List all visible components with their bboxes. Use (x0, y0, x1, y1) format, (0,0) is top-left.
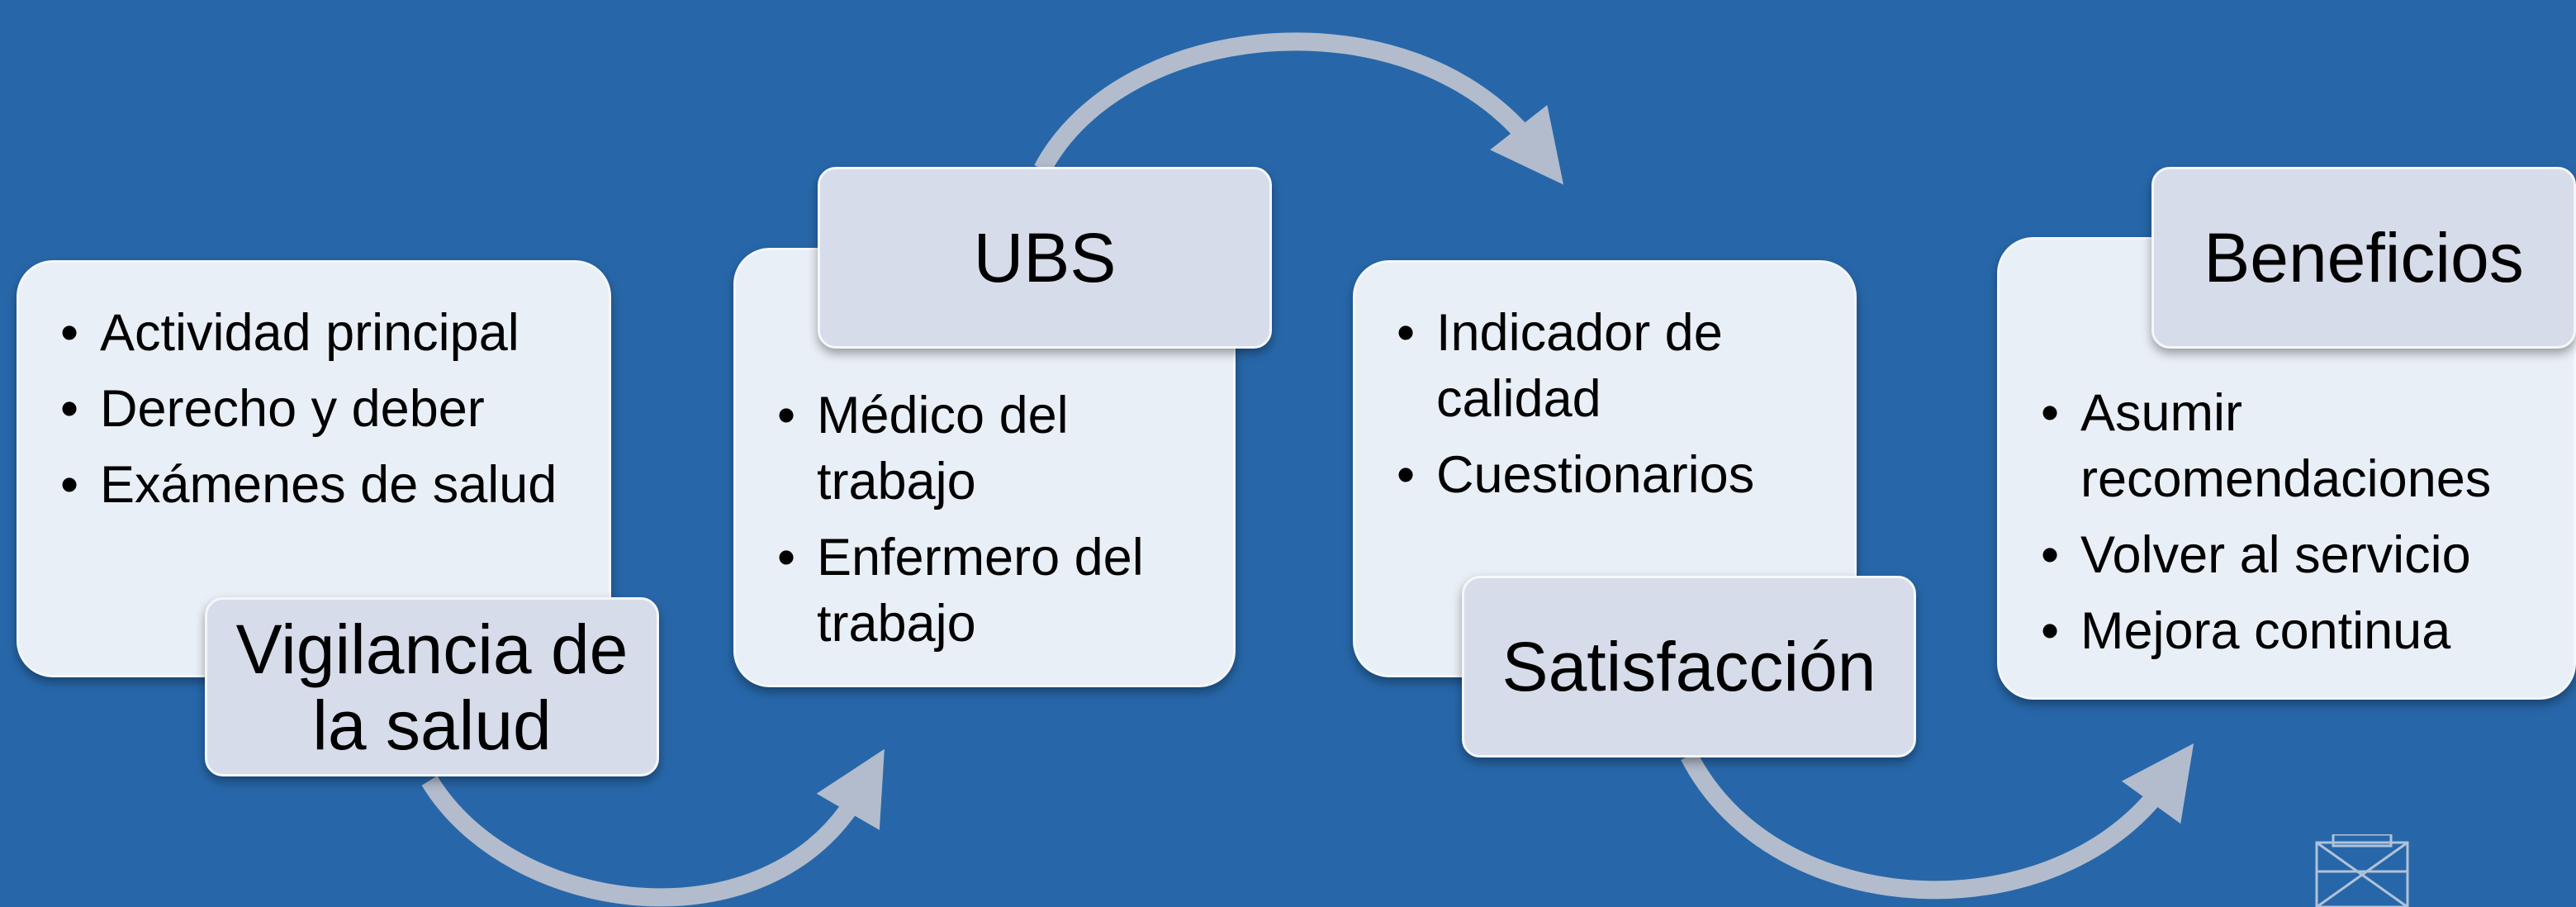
item-list: Médico del trabajo Enfermero del trabajo (777, 382, 1217, 657)
item-list: Asumir recomendaciones Volver al servici… (2041, 380, 2565, 664)
step-label-satisfaccion: Satisfacción (1462, 576, 1916, 757)
list-item: Enfermero del trabajo (777, 525, 1217, 657)
step-card-vigilancia: Actividad principal Derecho y deber Exám… (17, 260, 611, 677)
step-label-vigilancia: Vigilancia de la salud (205, 597, 659, 776)
list-item: Actividad principal (60, 300, 584, 366)
list-item: Asumir recomendaciones (2041, 380, 2565, 512)
item-list: Actividad principal Derecho y deber Exám… (60, 300, 584, 518)
curved-arrow-1 (421, 748, 885, 907)
list-item: Cuestionarios (1397, 442, 1838, 508)
curved-arrow-2 (1034, 32, 1564, 185)
list-item: Indicador de calidad (1397, 300, 1838, 432)
list-item: Médico del trabajo (777, 382, 1217, 515)
item-list: Indicador de calidad Cuestionarios (1397, 300, 1838, 508)
list-item: Derecho y deber (60, 376, 584, 442)
step-label-ubs: UBS (818, 167, 1272, 349)
curved-arrow-3 (1681, 743, 2194, 900)
building-watermark-icon (2315, 834, 2409, 907)
list-item: Mejora continua (2041, 598, 2565, 664)
step-label-beneficios: Beneficios (2151, 167, 2576, 349)
list-item: Exámenes de salud (60, 452, 584, 518)
list-item: Volver al servicio (2041, 522, 2565, 588)
